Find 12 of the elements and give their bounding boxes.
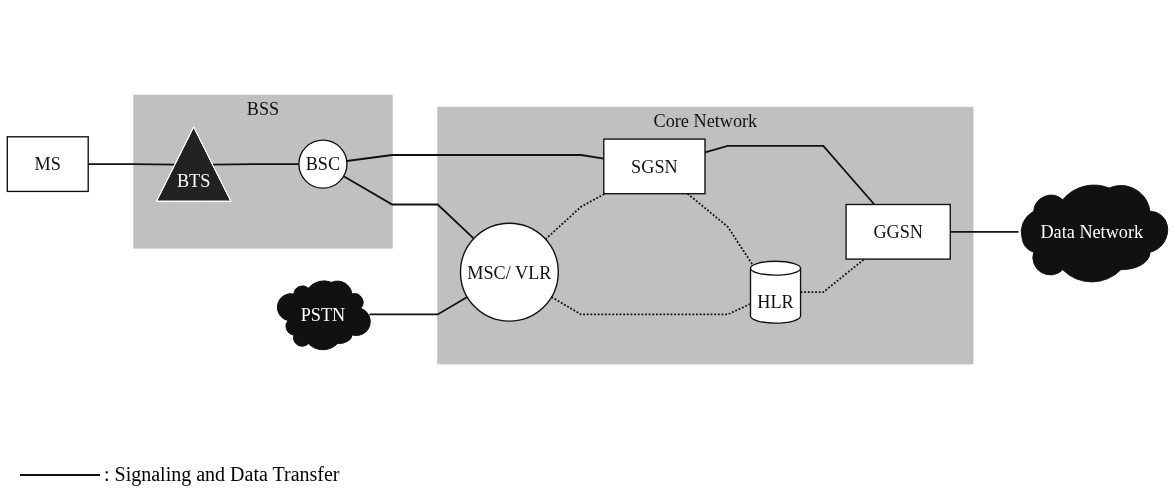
legend-text: : Signaling and Data Transfer bbox=[104, 463, 340, 486]
node-box: MS bbox=[6, 136, 89, 193]
connector bbox=[368, 296, 469, 316]
node-box: SGSN bbox=[603, 138, 706, 195]
connector bbox=[686, 192, 754, 267]
connector bbox=[544, 192, 606, 241]
node-circle: BSC bbox=[298, 139, 348, 189]
connector bbox=[704, 145, 876, 206]
connector bbox=[799, 258, 866, 294]
node-box: GGSN bbox=[845, 203, 951, 260]
connector bbox=[342, 175, 475, 240]
node-circle: MSC/ VLR bbox=[459, 222, 559, 322]
